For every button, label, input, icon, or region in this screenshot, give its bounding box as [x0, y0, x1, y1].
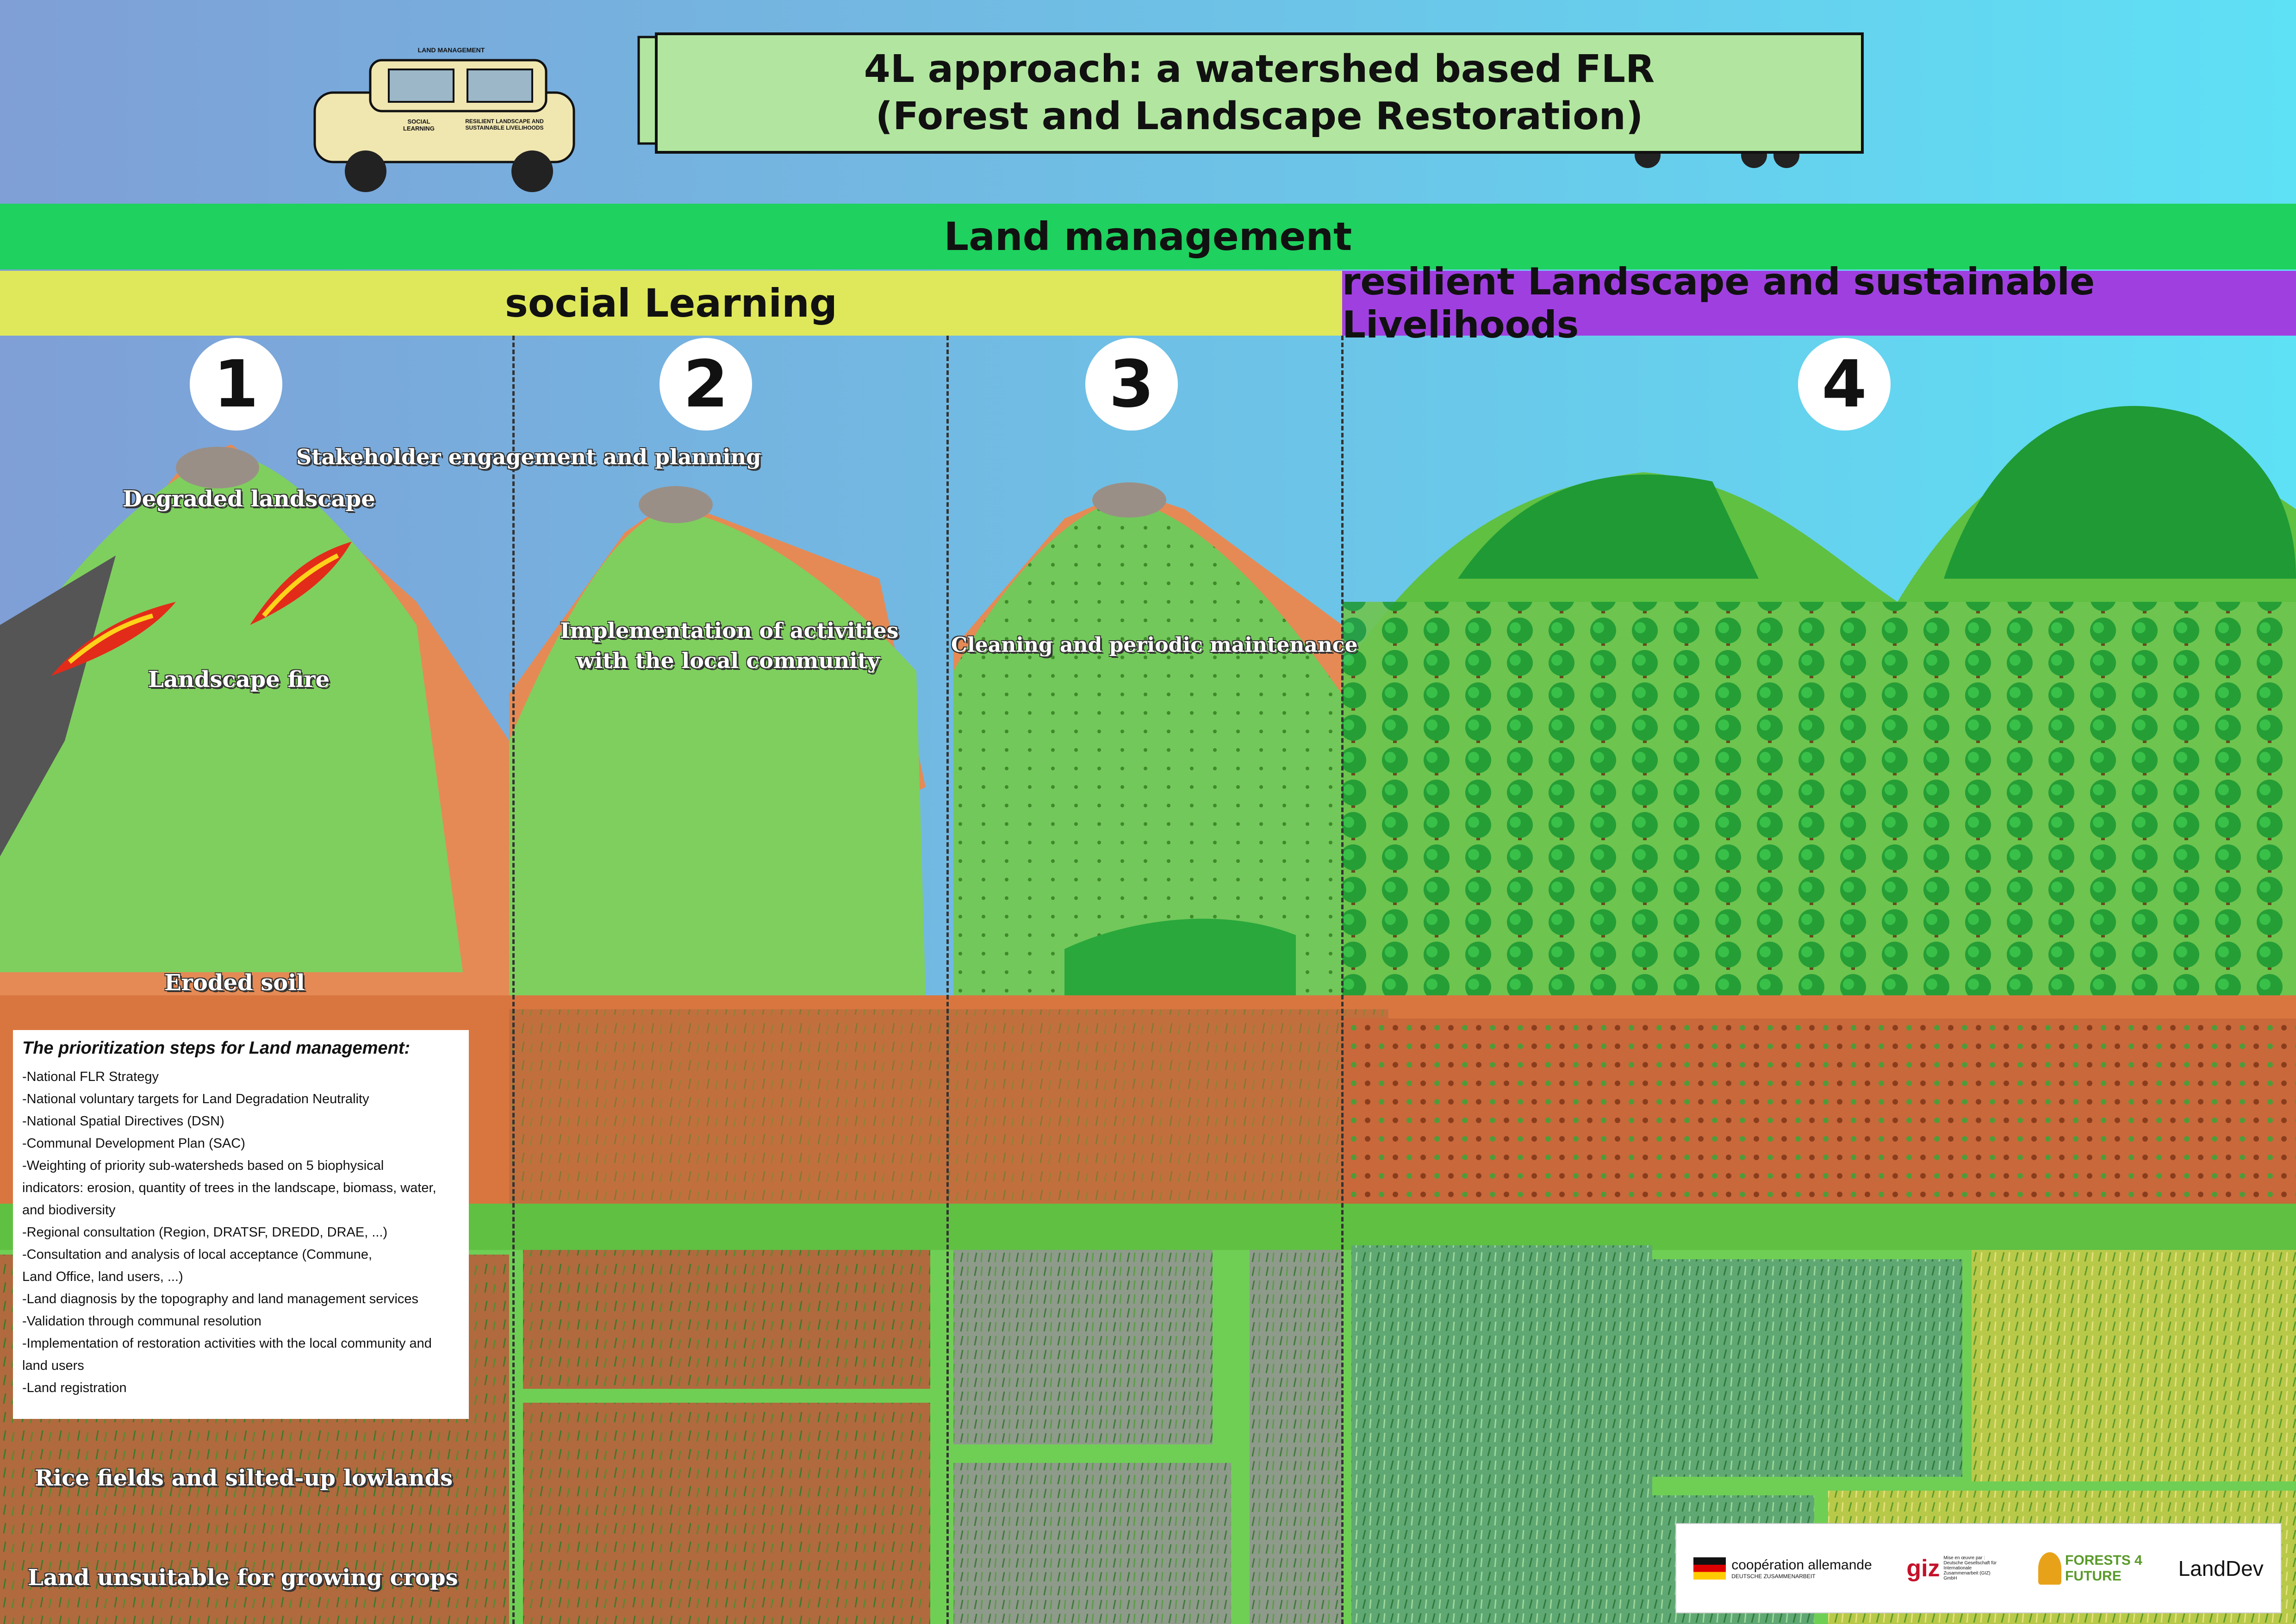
prioritization-title: The prioritization steps for Land manage…	[22, 1038, 411, 1058]
step-4-badge: 4	[1798, 338, 1891, 431]
step-1-badge: 1	[190, 338, 282, 431]
cooperation-text: coopération allemande	[1731, 1557, 1872, 1573]
landscape-fire-label: Landscape fire	[148, 667, 330, 693]
section-divider-2	[946, 336, 949, 1624]
implementation-label-1: Implementation of activities	[560, 618, 899, 643]
resilient-landscape-band: resilient Landscape and sustainable Live…	[1342, 260, 2296, 346]
tree-icon	[2038, 1552, 2062, 1585]
cooperation-allemande-logo: coopération allemande DEUTSCHE ZUSAMMENA…	[1693, 1557, 1872, 1580]
prioritization-item: -Consultation and analysis of local acce…	[22, 1247, 373, 1262]
prioritization-item: land users	[22, 1358, 84, 1373]
implementation-label-2: with the local community	[576, 648, 880, 673]
prioritization-item: Land Office, land users, ...)	[22, 1269, 183, 1284]
car-illustration	[313, 59, 575, 192]
unsuitable-land-label: Land unsuitable for growing crops	[28, 1565, 458, 1591]
forests-text: FORESTS 4 FUTURE	[2065, 1552, 2142, 1584]
section-divider-1	[512, 336, 515, 1624]
prioritization-item: -Land diagnosis by the topography and la…	[22, 1292, 419, 1306]
social-learning-band: social Learning	[0, 271, 1342, 336]
prioritization-item: -National voluntary targets for Land Deg…	[22, 1092, 369, 1106]
prioritization-item: indicators: erosion, quantity of trees i…	[22, 1181, 436, 1195]
car-roof-sign: LAND MANAGEMENT	[417, 46, 485, 54]
prioritization-item: and biodiversity	[22, 1203, 116, 1218]
title-banner: 4L approach: a watershed based FLR (Fore…	[655, 32, 1864, 154]
prioritization-item: -Weighting of priority sub-watersheds ba…	[22, 1158, 384, 1173]
prioritization-item: -National Spatial Directives (DSN)	[22, 1114, 224, 1129]
landdev-logo: LandDev	[2178, 1556, 2264, 1580]
step-3-badge: 3	[1085, 338, 1178, 431]
forests-4-future-logo: FORESTS 4 FUTURE	[2038, 1552, 2144, 1585]
prioritization-item: -Land registration	[22, 1380, 127, 1395]
prioritization-item: -Validation through communal resolution	[22, 1314, 261, 1329]
car-door-sign: SOCIAL LEARNING	[403, 118, 435, 132]
giz-text: giz	[1906, 1555, 1940, 1582]
prioritization-item: -Communal Development Plan (SAC)	[22, 1136, 245, 1151]
cleaning-label: Cleaning and periodic maintenance	[951, 633, 1358, 657]
rice-fields-label: Rice fields and silted-up lowlands	[35, 1465, 453, 1491]
prioritization-item: -Regional consultation (Region, DRATSF, …	[22, 1225, 388, 1240]
land-management-band: Land management	[0, 204, 2296, 269]
giz-small-text: Mise en œuvre par : Deutsche Gesellschaf…	[1943, 1555, 1997, 1581]
prioritization-item: -Implementation of restoration activitie…	[22, 1336, 432, 1351]
prioritization-item: -National FLR Strategy	[22, 1069, 159, 1084]
prioritization-steps-box: The prioritization steps for Land manage…	[13, 1030, 469, 1419]
partner-logos: coopération allemande DEUTSCHE ZUSAMMENA…	[1675, 1523, 2282, 1613]
german-flag-icon	[1693, 1557, 1726, 1580]
section-divider-3	[1341, 336, 1344, 1624]
title-line-2: (Forest and Landscape Restoration)	[875, 94, 1643, 138]
degraded-landscape-label: Degraded landscape	[123, 486, 375, 512]
cooperation-subtext: DEUTSCHE ZUSAMMENARBEIT	[1731, 1573, 1816, 1580]
eroded-soil-label: Eroded soil	[164, 970, 305, 996]
step-2-badge: 2	[660, 338, 752, 431]
title-line-1: 4L approach: a watershed based FLR	[864, 47, 1655, 91]
stakeholder-label: Stakeholder engagement and planning	[296, 444, 761, 469]
car-rear-sign: RESILIENT LANDSCAPE AND SUSTAINABLE LIVE…	[465, 118, 544, 131]
giz-logo: giz Mise en œuvre par : Deutsche Gesells…	[1906, 1555, 2004, 1582]
